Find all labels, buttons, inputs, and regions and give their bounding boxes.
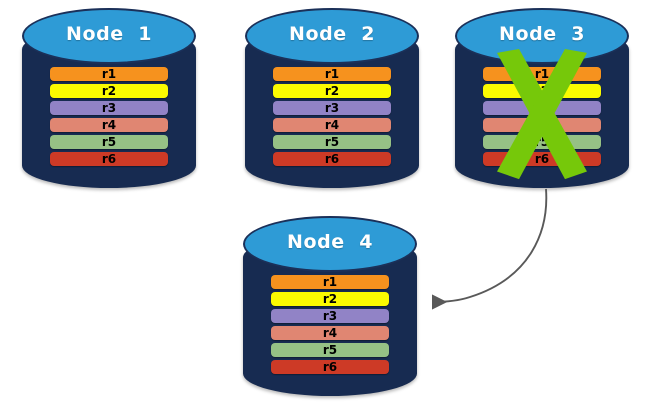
record-bar-r1: r1: [483, 67, 601, 81]
record-bar-r5: r5: [50, 135, 168, 149]
record-stack: r1 r2 r3 r4 r5 r6: [271, 275, 389, 374]
record-label: r2: [101, 84, 117, 98]
record-label: r1: [534, 67, 550, 81]
record-label: r5: [322, 343, 338, 357]
record-label: r2: [324, 84, 340, 98]
record-bar-r6: r6: [273, 152, 391, 166]
record-bar-r3: r3: [273, 101, 391, 115]
record-label: r5: [101, 135, 117, 149]
record-label: r1: [101, 67, 117, 81]
record-bar-r5: r5: [271, 343, 389, 357]
node-cylinder-3: Node 3 r1 r2 r3 r4 r5 r6: [455, 5, 629, 193]
record-bar-r2: r2: [271, 292, 389, 306]
record-bar-r6: r6: [483, 152, 601, 166]
record-bar-r4: r4: [50, 118, 168, 132]
record-label: r1: [322, 275, 338, 289]
record-bar-r3: r3: [483, 101, 601, 115]
record-stack: r1 r2 r3 r4 r5 r6: [50, 67, 168, 166]
node-top-ellipse: [243, 216, 417, 272]
record-label: r6: [322, 360, 338, 374]
record-bar-r3: r3: [271, 309, 389, 323]
node-cylinder-1: Node 1 r1 r2 r3 r4 r5 r6: [22, 5, 196, 193]
node-cylinder-2: Node 2 r1 r2 r3 r4 r5 r6: [245, 5, 419, 193]
node-title: Node 2: [288, 23, 376, 45]
node-cylinder-4: Node 4 r1 r2 r3 r4 r5 r6: [243, 213, 417, 401]
record-label: r3: [101, 101, 117, 115]
record-label: r4: [534, 118, 550, 132]
record-bar-r3: r3: [50, 101, 168, 115]
record-bar-r5: r5: [483, 135, 601, 149]
record-label: r5: [324, 135, 340, 149]
record-label: r2: [322, 292, 338, 306]
record-bar-r2: r2: [50, 84, 168, 98]
record-label: r2: [534, 84, 550, 98]
record-bar-r5: r5: [273, 135, 391, 149]
record-stack: r1 r2 r3 r4 r5 r6: [483, 67, 601, 166]
record-label: r6: [324, 152, 340, 166]
record-bar-r4: r4: [271, 326, 389, 340]
record-label: r4: [101, 118, 117, 132]
record-label: r3: [534, 101, 550, 115]
record-bar-r4: r4: [273, 118, 391, 132]
record-label: r3: [322, 309, 338, 323]
record-stack: r1 r2 r3 r4 r5 r6: [273, 67, 391, 166]
record-bar-r6: r6: [50, 152, 168, 166]
node-top-ellipse: [22, 8, 196, 64]
record-label: r4: [324, 118, 340, 132]
node-top-ellipse: [245, 8, 419, 64]
record-label: r6: [534, 152, 550, 166]
record-bar-r4: r4: [483, 118, 601, 132]
record-label: r4: [322, 326, 338, 340]
record-label: r1: [324, 67, 340, 81]
record-bar-r1: r1: [50, 67, 168, 81]
record-label: r6: [101, 152, 117, 166]
record-label: r3: [324, 101, 340, 115]
record-bar-r1: r1: [271, 275, 389, 289]
node-title: Node 4: [286, 231, 374, 253]
record-bar-r6: r6: [271, 360, 389, 374]
node-title: Node 3: [498, 23, 586, 45]
record-bar-r1: r1: [273, 67, 391, 81]
node-title: Node 1: [65, 23, 153, 45]
record-bar-r2: r2: [483, 84, 601, 98]
record-label: r5: [534, 135, 550, 149]
record-bar-r2: r2: [273, 84, 391, 98]
